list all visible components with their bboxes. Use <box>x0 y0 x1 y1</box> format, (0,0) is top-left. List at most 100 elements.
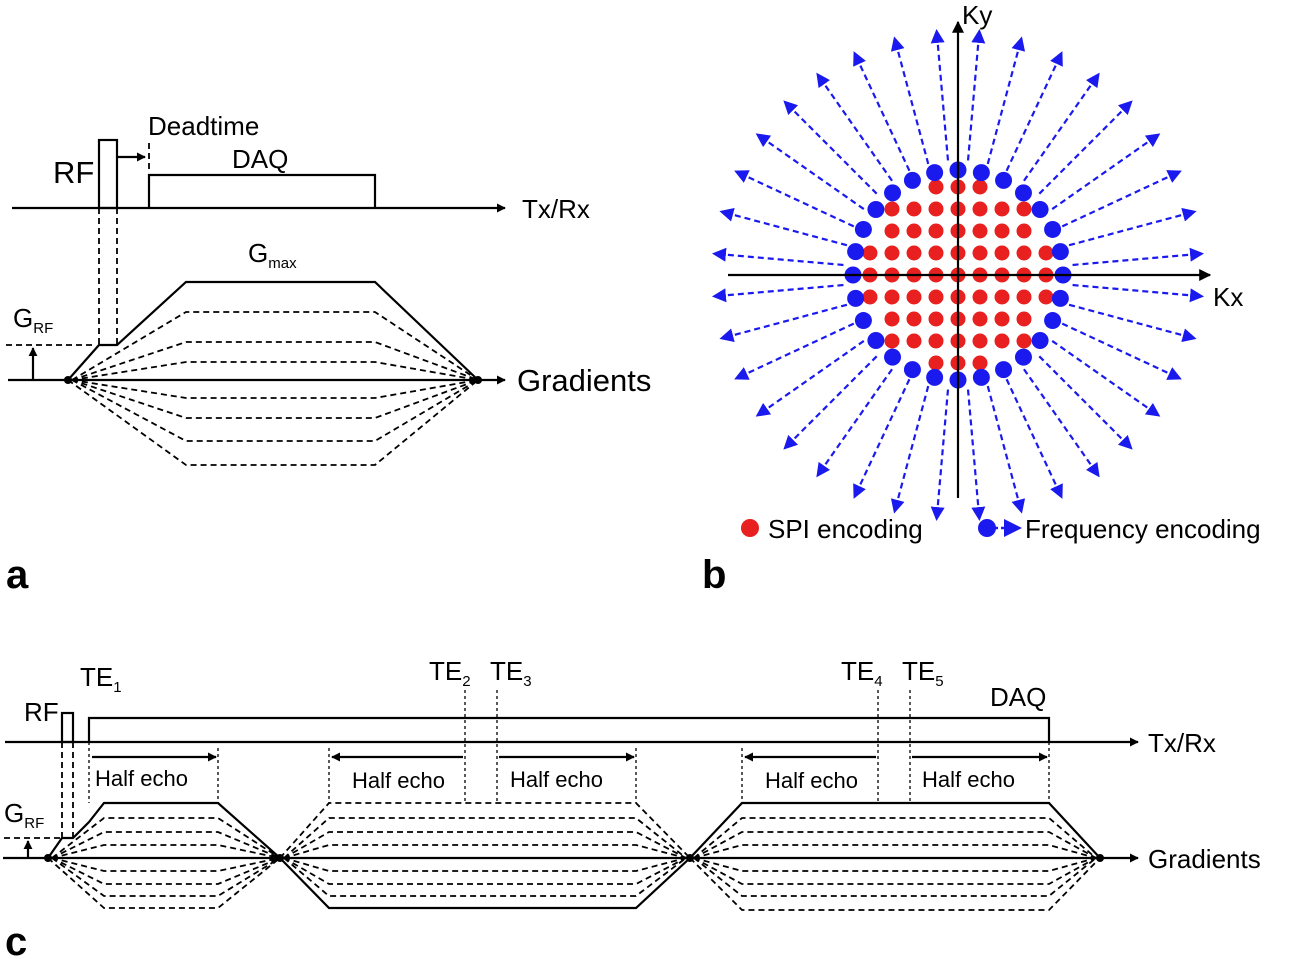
frequency-encoding-ray <box>755 133 865 210</box>
spi-encoding-point <box>972 201 988 217</box>
frequency-encoding-point <box>867 201 885 219</box>
gradient-node-c1 <box>44 854 52 862</box>
gradient-lobe-2-max <box>279 802 691 859</box>
frequency-encoding-ray <box>966 389 986 522</box>
frequency-encoding-point <box>854 312 872 330</box>
legend-freq-arrowhead <box>1004 519 1022 537</box>
spi-encoding-point <box>928 245 944 261</box>
spi-encoding-point <box>994 289 1010 305</box>
frequency-encoding-point <box>926 368 944 386</box>
gradient-lobe-1-max <box>47 801 281 859</box>
grf-label-c: GRF <box>4 798 44 832</box>
spi-encoding-point <box>1038 289 1054 305</box>
spi-encoding-point <box>884 289 900 305</box>
gmax-trapezoid-a <box>67 280 479 381</box>
deadtime-label: Deadtime <box>148 111 259 141</box>
half-echo-label-3: Half echo <box>510 767 603 792</box>
frequency-encoding-point <box>847 243 865 261</box>
spi-encoding-point <box>972 333 988 349</box>
kx-label: Kx <box>1213 282 1243 312</box>
frequency-encoding-point <box>1031 331 1049 349</box>
spi-encoding-point <box>928 333 944 349</box>
frequency-encoding-ray <box>930 389 950 522</box>
gradient-level-line <box>51 831 281 859</box>
frequency-encoding-point <box>972 164 990 182</box>
gradient-level-line <box>283 857 687 872</box>
spi-encoding-point <box>884 201 900 217</box>
frequency-encoding-ray <box>1005 51 1063 172</box>
spi-encoding-point <box>928 179 944 195</box>
gradients-label-a: Gradients <box>517 363 651 398</box>
ky-label: Ky <box>962 0 992 30</box>
spi-encoding-point <box>928 311 944 327</box>
spi-encoding-point <box>972 245 988 261</box>
gradient-lobe-1-min <box>47 857 281 909</box>
spi-encoding-point <box>1016 201 1032 217</box>
gradient-level-line <box>693 857 1097 897</box>
spi-encoding-point <box>994 201 1010 217</box>
frequency-encoding-ray <box>719 303 848 343</box>
frequency-encoding-ray <box>1051 133 1161 210</box>
frequency-encoding-point <box>847 289 865 307</box>
frequency-encoding-point <box>1051 289 1069 307</box>
spi-encoding-point <box>1016 311 1032 327</box>
panel-label-b: b <box>702 553 726 597</box>
frequency-encoding-ray <box>986 36 1026 165</box>
spi-encoding-point <box>994 223 1010 239</box>
gradient-level-a2 <box>71 341 479 381</box>
spi-encoding-point <box>1016 245 1032 261</box>
frequency-encoding-ray <box>853 378 911 499</box>
frequency-encoding-point <box>1031 201 1049 219</box>
spi-encoding-point <box>1038 245 1054 261</box>
legend-freq-label: Frequency encoding <box>1025 514 1261 544</box>
frequency-encoding-point <box>903 171 921 189</box>
gradient-level-line <box>283 857 687 897</box>
gradient-level-a1 <box>71 311 479 381</box>
gradient-start-dot-a <box>64 376 72 384</box>
grf-label-a: GRF <box>13 303 53 337</box>
rf-label-a: RF <box>53 155 94 190</box>
rf-pulse-a <box>97 138 119 210</box>
frequency-encoding-point <box>926 164 944 182</box>
spi-encoding-point <box>994 333 1010 349</box>
frequency-encoding-point <box>884 184 902 202</box>
frequency-encoding-ray <box>816 72 893 182</box>
half-echo-label-2: Half echo <box>352 768 445 793</box>
gradient-end-dot-a <box>474 376 482 384</box>
panel-a: Tx/Rx RF Deadtime DAQ Gradients Gmax <box>6 111 651 597</box>
frequency-encoding-ray <box>1068 303 1197 343</box>
frequency-encoding-point <box>1014 348 1032 366</box>
spi-encoding-point <box>928 223 944 239</box>
spi-encoding-point <box>884 245 900 261</box>
spi-encoding-point <box>972 311 988 327</box>
spi-encoding-point <box>906 311 922 327</box>
panel-label-a: a <box>6 553 29 597</box>
half-echo-label-1: Half echo <box>95 766 188 791</box>
panel-c: Tx/Rx RF DAQ TE1 TE2 TE3 TE4 TE5 Hal <box>3 656 1261 959</box>
gradient-level-a7 <box>71 379 479 442</box>
frequency-encoding-ray <box>986 385 1026 514</box>
gradients-label-c: Gradients <box>1148 844 1261 874</box>
panel-label-c: c <box>5 920 27 959</box>
spi-encoding-point <box>862 289 878 305</box>
txrx-label-a: Tx/Rx <box>522 194 590 224</box>
spi-encoding-point <box>1016 289 1032 305</box>
gradient-level-line <box>283 857 687 885</box>
frequency-encoding-point <box>1014 184 1032 202</box>
spi-encoding-point <box>928 201 944 217</box>
te4-label: TE4 <box>841 656 883 690</box>
frequency-encoding-ray <box>816 368 893 478</box>
frequency-encoding-point <box>903 361 921 379</box>
frequency-encoding-point <box>854 220 872 238</box>
gradient-level-line <box>51 857 281 885</box>
gradient-level-a3 <box>71 361 479 381</box>
frequency-encoding-ray <box>890 36 930 165</box>
gradient-level-line <box>283 831 687 859</box>
te1-label: TE1 <box>80 662 122 696</box>
frequency-encoding-ray <box>1068 207 1197 247</box>
daq-label-c: DAQ <box>990 682 1046 712</box>
frequency-encoding-ray <box>783 355 878 450</box>
gmax-label: Gmax <box>248 238 297 272</box>
frequency-encoding-point <box>1051 243 1069 261</box>
